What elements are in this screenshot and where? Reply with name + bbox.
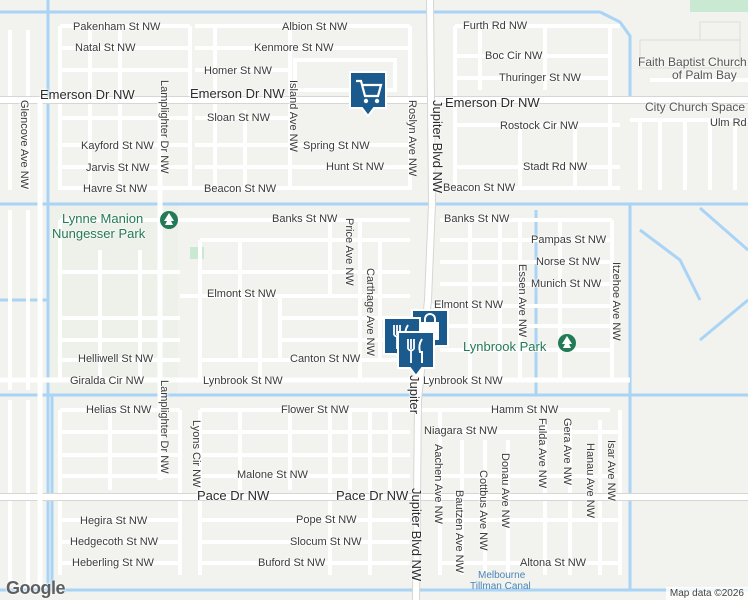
street-label-itzehoe: Itzehoe Ave NW: [610, 262, 622, 341]
tree-icon[interactable]: [159, 210, 179, 230]
street-label-aachen: Aachen Ave NW: [432, 444, 444, 524]
street-label-glencove: Glencove Ave NW: [18, 100, 30, 190]
restaurant-icon[interactable]: [396, 330, 436, 378]
street-label-flower: Flower St NW: [281, 404, 349, 416]
street-label-niagara: Niagara St NW: [424, 425, 498, 437]
street-label-emerson-east: Emerson Dr NW: [445, 95, 540, 110]
map-attribution[interactable]: Map data ©2026: [665, 587, 748, 600]
street-label-lamplighter-north: Lamplighter Dr NW: [158, 80, 170, 174]
street-label-emerson-west: Emerson Dr NW: [40, 87, 135, 102]
street-label-lamplighter-south: Lamplighter Dr NW: [158, 380, 170, 474]
street-label-jupiter-center: Jupiter: [407, 375, 422, 415]
place-label-faith-baptist-2: of Palm Bay: [672, 68, 737, 82]
street-label-natal: Natal St NW: [75, 42, 136, 54]
street-label-donau: Donau Ave NW: [499, 453, 511, 529]
street-label-roslyn: Roslyn Ave NW: [406, 100, 418, 177]
street-label-banks-east: Banks St NW: [444, 213, 510, 225]
street-label-bautzen: Bautzen Ave NW: [453, 490, 465, 573]
street-label-elmont-west: Elmont St NW: [207, 288, 277, 300]
street-label-furth: Furth Rd NW: [463, 20, 528, 32]
park-label-lynbrook: Lynbrook Park: [463, 339, 547, 354]
street-label-norse: Norse St NW: [536, 256, 601, 268]
street-label-elmont-east: Elmont St NW: [434, 299, 504, 311]
street-label-munich: Munich St NW: [531, 278, 602, 290]
street-label-altona: Altona St NW: [520, 557, 587, 569]
street-label-pampas: Pampas St NW: [531, 234, 607, 246]
street-label-beacon-west: Beacon St NW: [204, 183, 277, 195]
park-label-lynne-manion: Lynne Manion: [62, 211, 144, 226]
street-label-slocum: Slocum St NW: [290, 536, 362, 548]
street-label-gera: Gera Ave NW: [561, 418, 573, 486]
place-label-faith-baptist: Faith Baptist Church: [638, 55, 747, 69]
street-label-isar: Isar Ave NW: [605, 440, 617, 501]
street-label-albion: Albion St NW: [282, 21, 348, 33]
street-label-ulm: Ulm Rd: [710, 117, 747, 129]
street-label-thuringer: Thuringer St NW: [499, 72, 581, 84]
water-label-canal-2: Tillman Canal: [470, 581, 531, 592]
street-label-malone: Malone St NW: [237, 469, 308, 481]
street-label-carthage: Carthage Ave NW: [364, 268, 376, 356]
street-label-helias: Helias St NW: [86, 404, 152, 416]
google-logo[interactable]: Google: [6, 578, 66, 598]
street-label-buford: Buford St NW: [258, 557, 326, 569]
street-label-jarvis: Jarvis St NW: [86, 162, 150, 174]
tree-icon[interactable]: [557, 333, 577, 353]
street-label-pope: Pope St NW: [296, 514, 357, 526]
street-label-banks-west: Banks St NW: [272, 213, 338, 225]
street-label-hanau: Hanau Ave NW: [584, 443, 596, 519]
street-label-giralda: Giralda Cir NW: [70, 375, 144, 387]
street-label-hegira: Hegira St NW: [80, 515, 148, 527]
street-label-island: Island Ave NW: [287, 80, 299, 152]
street-label-lyons: Lyons Cir NW: [190, 420, 202, 488]
street-label-pace-west: Pace Dr NW: [197, 488, 270, 503]
place-label-city-church: City Church Space Coast: [645, 100, 748, 114]
street-label-price: Price Ave NW: [343, 218, 355, 286]
street-label-helliwell: Helliwell St NW: [78, 353, 154, 365]
street-label-canton: Canton St NW: [290, 353, 361, 365]
street-label-boc: Boc Cir NW: [485, 50, 543, 62]
street-label-homer: Homer St NW: [204, 65, 272, 77]
street-label-essen: Essen Ave NW: [516, 264, 528, 338]
street-label-hunt: Hunt St NW: [326, 161, 385, 173]
shopping-cart-icon[interactable]: [348, 70, 388, 118]
street-label-jupiter-south: Jupiter Blvd NW: [409, 488, 424, 582]
building-outlines: [639, 21, 741, 69]
street-label-havre: Havre St NW: [83, 183, 148, 195]
street-label-pakenham: Pakenham St NW: [73, 21, 161, 33]
street-label-pace-east: Pace Dr NW: [336, 488, 409, 503]
park-label-nungesser: Nungesser Park: [52, 226, 146, 241]
street-label-stadt: Stadt Rd NW: [523, 161, 588, 173]
street-label-fulda: Fulda Ave NW: [536, 418, 548, 489]
street-label-hamm: Hamm St NW: [491, 404, 559, 416]
water-label-canal: Melbourne: [478, 570, 526, 581]
street-label-lynbrook-east: Lynbrook St NW: [423, 375, 503, 387]
street-label-emerson-mid: Emerson Dr NW: [190, 86, 285, 101]
street-label-beacon-east: Beacon St NW: [443, 182, 516, 194]
street-label-hedgecoth: Hedgecoth St NW: [70, 536, 159, 548]
street-label-lynbrook-west: Lynbrook St NW: [203, 375, 283, 387]
park-areas: [48, 0, 748, 395]
street-label-spring: Spring St NW: [303, 140, 370, 152]
street-label-rostock: Rostock Cir NW: [500, 120, 579, 132]
street-label-heberling: Heberling St NW: [72, 557, 154, 569]
street-label-kenmore: Kenmore St NW: [254, 42, 334, 54]
street-label-cottbus: Cottbus Ave NW: [477, 470, 489, 551]
street-label-kayford: Kayford St NW: [81, 140, 154, 152]
street-label-jupiter-north: Jupiter Blvd NW: [430, 100, 445, 194]
minor-streets: [8, 24, 748, 585]
street-label-sloan: Sloan St NW: [207, 112, 270, 124]
